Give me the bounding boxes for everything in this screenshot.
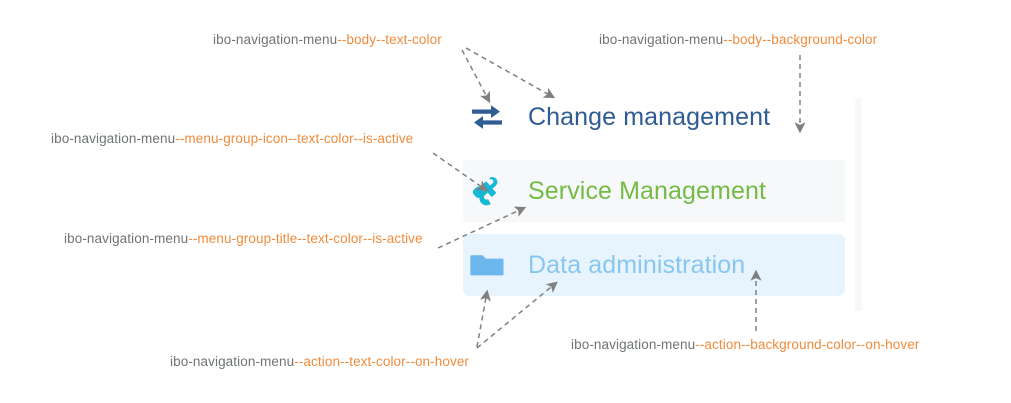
annotation-body-text-color: ibo-navigation-menu--body--text-color (213, 32, 442, 48)
annotation-prefix: ibo-navigation-menu (51, 131, 176, 146)
annotation-token: --body--text-color (337, 32, 442, 47)
menu-scrollbar-strip[interactable] (855, 98, 862, 311)
navigation-menu-panel: Change management Service Management (463, 86, 855, 311)
annotation-token: --action--text-color--on-hover (294, 354, 470, 369)
annotation-action-background-color-on-hover: ibo-navigation-menu--action--background-… (571, 337, 919, 353)
menu-item-label: Service Management (528, 176, 767, 205)
annotation-prefix: ibo-navigation-menu (599, 32, 724, 47)
annotation-prefix: ibo-navigation-menu (170, 354, 295, 369)
annotation-menu-group-icon-text-color: ibo-navigation-menu--menu-group-icon--te… (51, 131, 413, 147)
annotation-token: --menu-group-icon--text-color--is-active (175, 131, 414, 146)
annotation-action-text-color-on-hover: ibo-navigation-menu--action--text-color-… (170, 354, 469, 370)
menu-item-change-management[interactable]: Change management (463, 86, 845, 148)
annotation-prefix: ibo-navigation-menu (571, 337, 696, 352)
menu-item-label: Change management (528, 102, 771, 131)
menu-item-service-management[interactable]: Service Management (463, 160, 845, 222)
folder-icon (467, 245, 507, 285)
annotation-prefix: ibo-navigation-menu (64, 231, 189, 246)
annotation-token: --menu-group-title--text-color--is-activ… (188, 231, 423, 246)
exchange-arrows-icon (467, 97, 507, 137)
puzzle-piece-icon (467, 171, 507, 211)
annotation-menu-group-title-text-color: ibo-navigation-menu--menu-group-title--t… (64, 231, 423, 247)
menu-item-label: Data administration (528, 250, 746, 279)
annotation-token: --action--background-color--on-hover (695, 337, 920, 352)
annotation-prefix: ibo-navigation-menu (213, 32, 338, 47)
menu-item-data-administration[interactable]: Data administration (463, 234, 845, 296)
annotation-body-background-color: ibo-navigation-menu--body--background-co… (599, 32, 877, 48)
annotation-token: --body--background-color (723, 32, 878, 47)
